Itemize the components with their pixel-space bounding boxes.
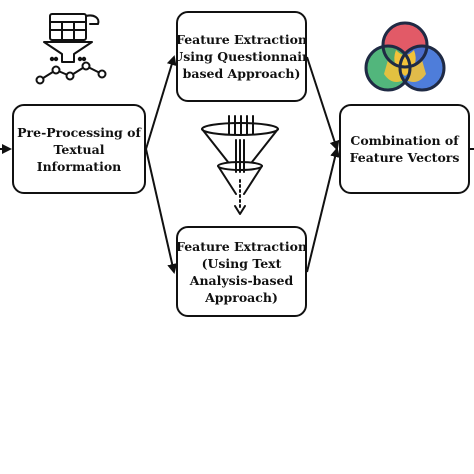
text-analysis-extraction-node: Feature Extraction (Using Text Analysis-…	[176, 226, 307, 317]
funnel-filter-icon	[201, 115, 279, 215]
combination-label-line: Combination of	[350, 133, 459, 148]
arrow-questionnaire-to-combination	[306, 56, 340, 151]
questionnaire-label-line: (Using Questionnaire	[178, 49, 307, 64]
text-analysis-label-line: Feature Extraction	[176, 238, 307, 254]
preprocessing-label-line: Information	[36, 158, 122, 174]
arrow-text-analysis-to-combination	[306, 147, 340, 273]
questionnaire-extraction-label: Feature Extraction (Using Questionnaire …	[176, 31, 307, 82]
arrow-preprocess-to-text-analysis	[145, 148, 178, 274]
questionnaire-extraction-node: Feature Extraction (Using Questionnaire …	[176, 11, 307, 102]
arrow-preprocess-to-questionnaire	[145, 55, 177, 150]
preprocessing-label: Pre-Processing of Textual Information	[17, 124, 141, 175]
preprocessing-label-line: Pre-Processing of	[17, 124, 141, 140]
preprocessing-node: Pre-Processing of Textual Information	[12, 104, 146, 194]
combination-label-line: Feature Vectors	[349, 150, 460, 165]
venn-diagram-icon	[364, 21, 446, 92]
questionnaire-label-line: Feature Extraction	[176, 32, 307, 47]
preprocessing-label-line: Textual	[53, 141, 105, 157]
text-analysis-label-line: (Using Text	[201, 255, 282, 271]
combination-label: Combination of Feature Vectors	[350, 132, 460, 166]
questionnaire-label-line: based Approach)	[182, 66, 301, 81]
connectors	[0, 55, 474, 274]
data-funnel-analytics-icon	[35, 13, 107, 85]
text-analysis-label-line: Approach)	[205, 289, 278, 305]
text-analysis-label-line: Analysis-based	[189, 272, 294, 288]
text-analysis-extraction-label: Feature Extraction (Using Text Analysis-…	[176, 238, 307, 306]
combination-node: Combination of Feature Vectors	[339, 104, 470, 194]
